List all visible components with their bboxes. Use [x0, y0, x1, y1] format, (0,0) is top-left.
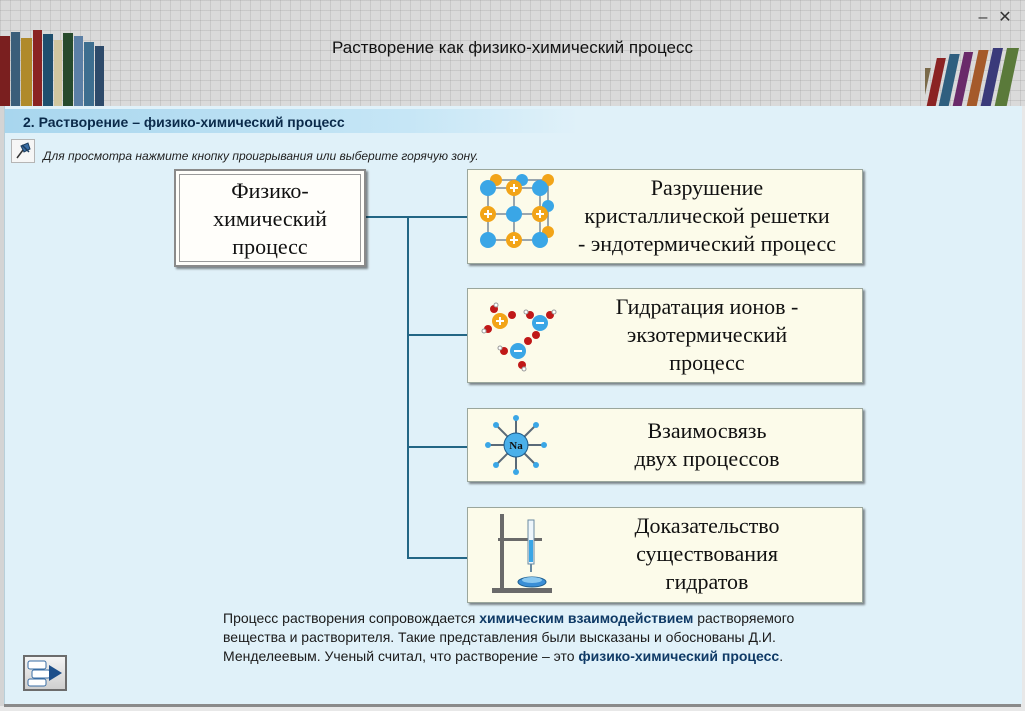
box-text: Разрушение кристаллической решетки - энд… [558, 174, 856, 258]
play-button[interactable] [23, 655, 67, 691]
main-box-text: Физико- химический процесс [176, 177, 364, 261]
connector-line [407, 446, 467, 448]
lab-stand-icon [492, 514, 552, 593]
box-text: Взаимосвязь двух процессов [558, 417, 856, 473]
description-part: Процесс растворения сопровождается [223, 610, 480, 626]
connector-line [407, 334, 467, 336]
window-title: Растворение как физико-химический процес… [332, 38, 693, 57]
box-line: гидратов [665, 569, 749, 594]
ion-label: Na [509, 440, 523, 452]
close-button[interactable]: ✕ [998, 9, 1012, 26]
box-line: Взаимосвязь [647, 418, 767, 443]
minimize-button[interactable]: – [978, 9, 988, 26]
box-line: Гидратация ионов - [615, 294, 799, 319]
books-right-decoration [925, 48, 1019, 106]
box-line: существования [636, 541, 778, 566]
pushpin-icon [11, 139, 35, 163]
content-panel: 2. Растворение – физико-химический проце… [4, 106, 1022, 704]
connector-line [362, 216, 467, 218]
box-line: экзотермический [626, 322, 788, 347]
main-concept-box: Физико- химический процесс [174, 169, 366, 267]
books-left-decoration [0, 30, 104, 106]
box-line: Доказательство [634, 513, 780, 538]
window-controls: – ✕ [973, 8, 1019, 30]
box-text: Доказательство существования гидратов [558, 512, 856, 596]
hint-text: Для просмотра нажмите кнопку проигрывани… [43, 149, 479, 163]
box-line: кристаллической решетки [584, 203, 830, 228]
main-box-line: химический [213, 206, 327, 231]
description-text: Процесс растворения сопровождается химич… [223, 609, 823, 666]
play-icon [27, 660, 62, 687]
box-line: - эндотермический процесс [578, 231, 836, 256]
title-banner: Растворение как физико-химический процес… [0, 0, 1025, 106]
description-part: . [779, 648, 784, 664]
box-line: двух процессов [634, 446, 780, 471]
box-line: Разрушение [650, 175, 764, 200]
main-box-line: процесс [232, 234, 308, 259]
connector-line [407, 557, 467, 559]
section-title: 2. Растворение – физико-химический проце… [23, 114, 345, 130]
hotspot-crystal-lattice[interactable]: Разрушение кристаллической решетки - энд… [467, 169, 863, 264]
hydrated-ions-icon [481, 302, 557, 372]
box-text: Гидратация ионов - экзотермический проце… [558, 293, 856, 377]
main-box-line: Физико- [231, 178, 309, 203]
left-edge [0, 106, 4, 706]
crystal-lattice-icon [480, 174, 554, 248]
hotspot-hydrate-proof[interactable]: Доказательство существования гидратов [467, 507, 863, 603]
hotspot-ion-hydration[interactable]: Гидратация ионов - экзотермический проце… [467, 288, 863, 383]
main-box-frame [179, 174, 361, 262]
description-part: растворяемого вещества и растворителя. Т… [223, 610, 795, 664]
box-line: процесс [669, 350, 745, 375]
bottom-border [4, 704, 1021, 707]
description-highlight: физико-химический процесс [578, 648, 780, 664]
hotspot-interrelation[interactable]: Na Взаимосвязь двух процессов [467, 408, 863, 482]
section-header: 2. Растворение – физико-химический проце… [5, 109, 579, 133]
sodium-ion-icon: Na [485, 415, 547, 475]
description-highlight: химическим взаимодействием [479, 610, 694, 626]
connector-line [407, 216, 409, 559]
